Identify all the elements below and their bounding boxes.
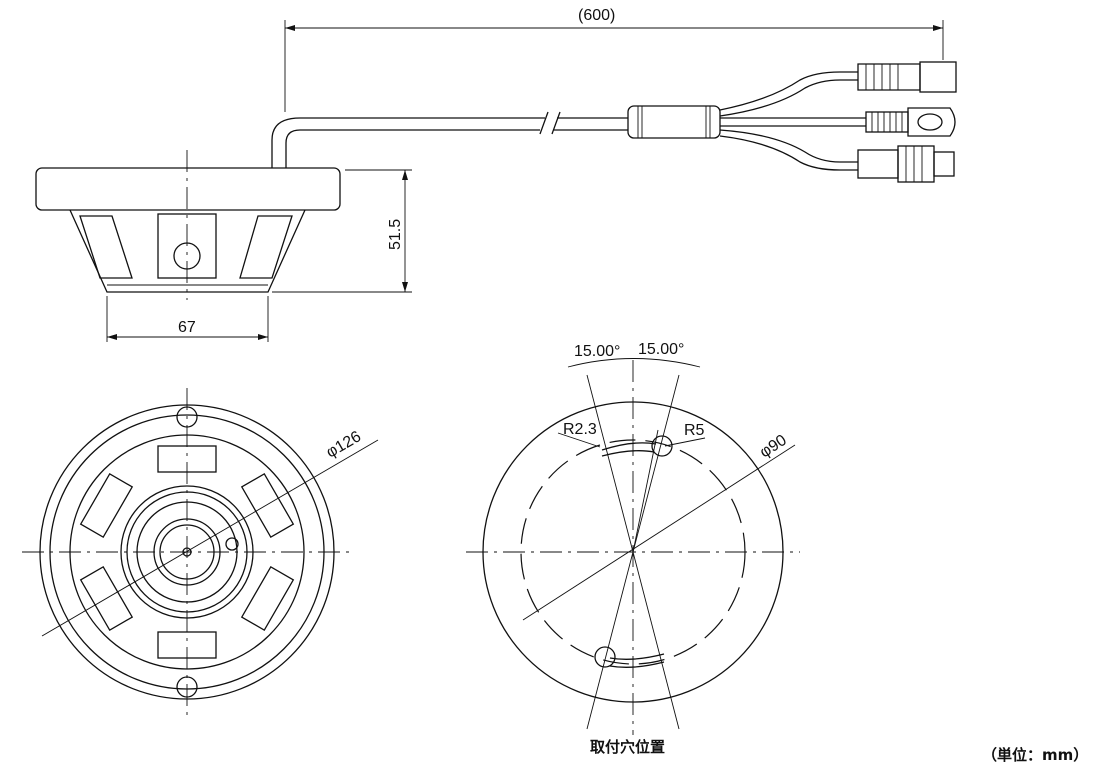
mounting-hole-caption: 取付穴位置 [590, 738, 666, 756]
angle-left-label: 15.00° [574, 343, 620, 360]
hole-radius-label: R5 [684, 422, 705, 439]
mount-diameter-label: φ90 [757, 432, 790, 462]
unit-note: （単位：mm） [982, 746, 1089, 764]
angle-right-label: 15.00° [638, 341, 684, 358]
outer-diameter-label: φ126 [324, 428, 365, 461]
slot-radius-label: R2.3 [563, 421, 597, 438]
bottom-view: φ126 [22, 388, 379, 716]
height-label: 51.5 [387, 219, 404, 250]
mounting-view: 15.00° 15.00° R2.3 R5 φ90 [466, 341, 800, 735]
side-view: (600) 51.5 67 [35, 7, 957, 342]
cable-length-label: (600) [578, 7, 615, 24]
base-width-label: 67 [178, 319, 196, 336]
